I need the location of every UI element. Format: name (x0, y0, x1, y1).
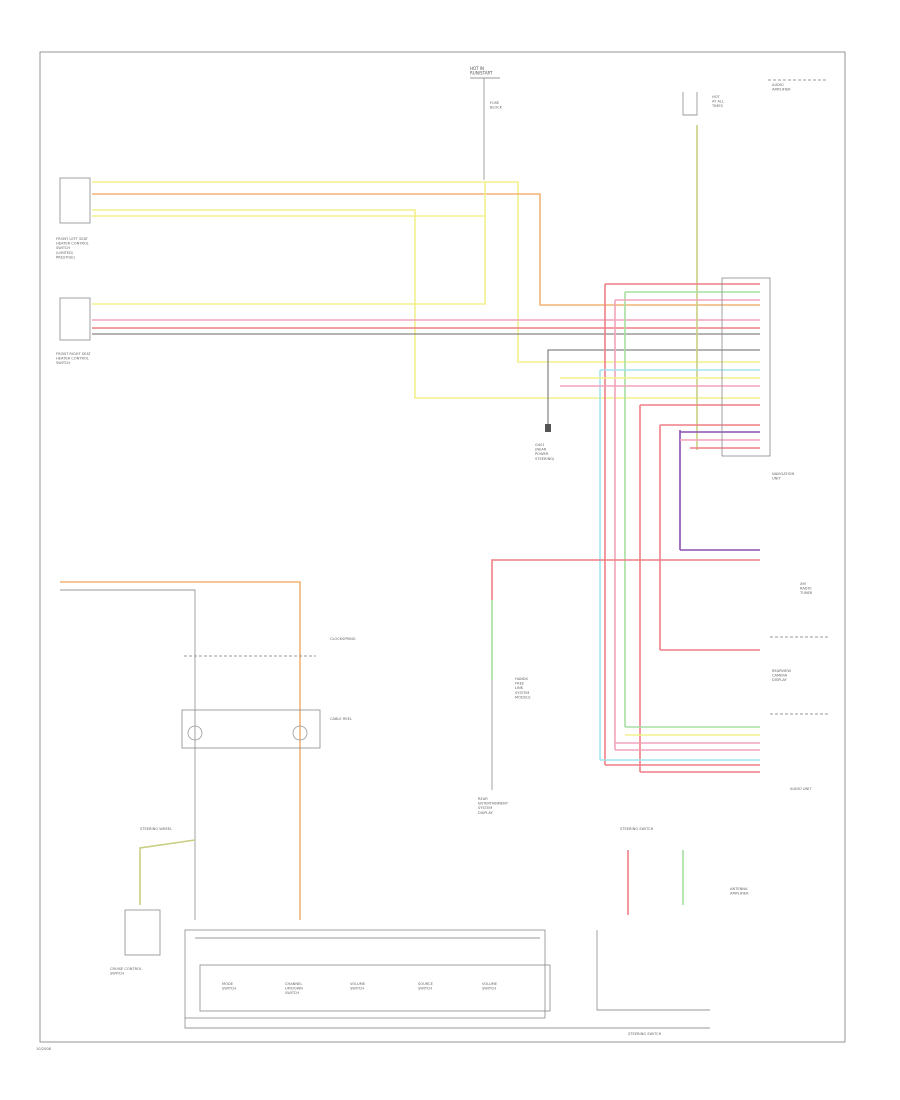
footer-right: STEERING SWITCH (628, 1032, 662, 1036)
driver-seat-switch-box (59, 177, 91, 224)
wire-gray-steer (60, 589, 196, 920)
bottom-bus-long (184, 1018, 710, 1029)
reel-right-icon (292, 725, 308, 741)
bottom-bus-right (596, 930, 710, 1011)
wire-black-ground (547, 349, 760, 430)
wire-orange-1 (92, 193, 760, 306)
wire-yellow-1 (92, 181, 760, 363)
cruise-switch-box (124, 909, 161, 956)
wire-orange-steer (60, 581, 301, 920)
footer-left: 10/2008 (36, 1047, 52, 1051)
fuse-right (682, 92, 698, 116)
audio-unit-label: AUDIO UNIT (790, 787, 812, 791)
reel-left-icon (187, 725, 203, 741)
diagram-frame (39, 51, 846, 1043)
audio-remote-box (184, 929, 546, 1019)
ground-symbol (545, 424, 551, 432)
audio-unit-connector (721, 277, 771, 457)
wire-yellow-4 (92, 182, 486, 305)
passenger-seat-switch-box (59, 297, 91, 341)
cable-reel-label: CABLE REEL (330, 717, 352, 721)
wire-olive-cruise (139, 839, 196, 905)
h-red-5 (491, 559, 760, 600)
remote-switch-row (199, 964, 551, 1012)
steering-remote-label: STEERING SWITCH (620, 827, 654, 831)
clockspring-label: CLOCKSPRING (330, 637, 356, 641)
steering-wheel-label: STEERING WHEEL (140, 827, 172, 831)
cable-reel-box (181, 709, 321, 749)
